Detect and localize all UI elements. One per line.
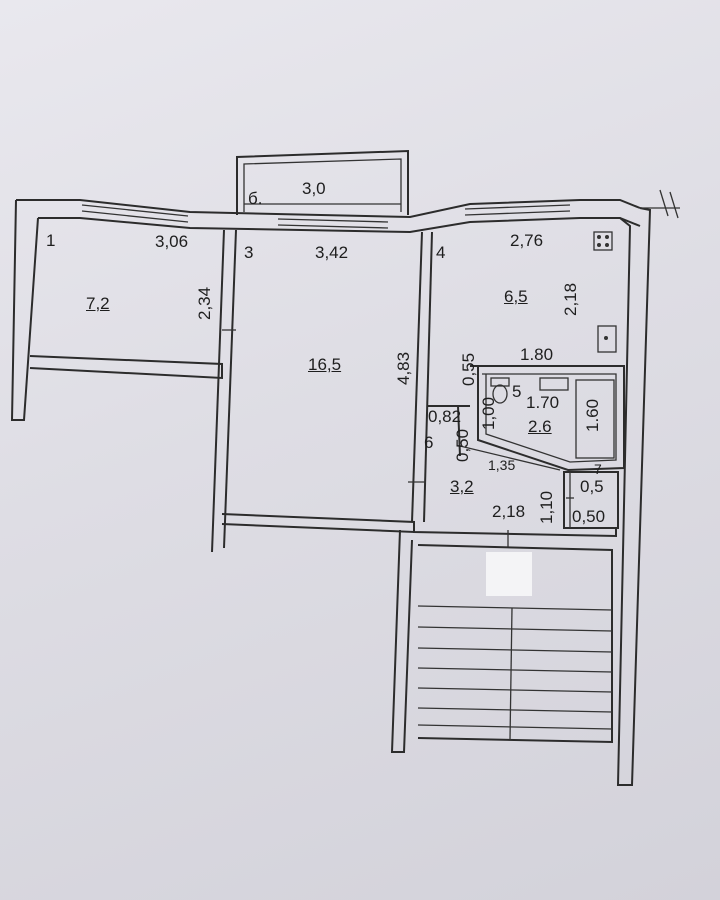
room1-number: 1 bbox=[46, 231, 56, 250]
hall-wall-side bbox=[457, 405, 461, 457]
bathtub-length: 1.60 bbox=[583, 398, 602, 432]
room1-lower-wall bbox=[29, 355, 223, 380]
partition-3-4b bbox=[423, 231, 433, 523]
room4-area: 6,5 bbox=[504, 287, 528, 306]
bathroom-outline bbox=[470, 365, 625, 472]
room4-depth: 2,18 bbox=[561, 282, 580, 316]
outer-wall-right bbox=[616, 207, 652, 786]
hall-diag-dim: 1,35 bbox=[488, 457, 516, 473]
hall-bottom-dim: 2,18 bbox=[492, 502, 526, 521]
room3-lower-wall bbox=[221, 513, 415, 534]
stove-icon bbox=[593, 231, 613, 251]
partition-1-3a bbox=[211, 229, 225, 553]
room4-width: 2,76 bbox=[510, 231, 544, 250]
stove-burners bbox=[597, 235, 609, 247]
toilet-tank-icon bbox=[490, 377, 510, 387]
closet-area: 0,5 bbox=[580, 477, 604, 496]
room1-width: 3,06 bbox=[155, 232, 189, 251]
entrance-wall bbox=[413, 522, 617, 538]
hall-dim-b: 0,50 bbox=[453, 428, 472, 462]
stairwell-outline bbox=[417, 544, 613, 744]
room6-number: 6 bbox=[424, 433, 434, 452]
outer-wall-left bbox=[10, 199, 39, 421]
wall-tick-a bbox=[659, 189, 669, 217]
bathroom-inner-dim: 1.70 bbox=[526, 393, 560, 412]
sink-drain-icon bbox=[604, 336, 608, 340]
wall-tick-b bbox=[669, 191, 679, 219]
hall-dim-a: 0,82 bbox=[428, 407, 462, 426]
redacted-patch bbox=[486, 552, 532, 596]
bathroom-side-dim: 1,00 bbox=[479, 396, 498, 430]
room3-area: 16,5 bbox=[308, 355, 342, 374]
room6-area: 3,2 bbox=[450, 477, 474, 496]
room4-number: 4 bbox=[436, 243, 446, 262]
washbasin-icon bbox=[539, 377, 569, 391]
balcony-outline bbox=[236, 149, 409, 215]
closet-outline bbox=[563, 471, 619, 529]
stair-divider bbox=[509, 607, 513, 741]
balcony-area: 3,0 bbox=[302, 179, 326, 198]
balcony-number: б. bbox=[248, 189, 263, 208]
closet-height: 1,10 bbox=[537, 490, 556, 524]
inner-wall-top bbox=[38, 217, 641, 234]
outer-wall-top bbox=[16, 199, 641, 219]
balcony-inner bbox=[243, 158, 402, 212]
closet-width: 0,50 bbox=[572, 507, 606, 526]
closet-number: 7 bbox=[594, 461, 602, 477]
bathroom-area: 2.6 bbox=[528, 417, 552, 436]
room3-number: 3 bbox=[244, 243, 254, 262]
hall-diagonal bbox=[459, 445, 561, 471]
bathroom-inner bbox=[482, 373, 617, 463]
toilet-number: 5 bbox=[512, 382, 522, 401]
bathtub-icon bbox=[575, 379, 615, 459]
room1-depth: 2,34 bbox=[195, 286, 214, 320]
bathroom-top-dim: 1.80 bbox=[520, 345, 554, 364]
partition-1-3b bbox=[223, 229, 237, 549]
partition-3-4a bbox=[411, 231, 423, 523]
hall-door-dim: 0,55 bbox=[459, 352, 478, 386]
room1-area: 7,2 bbox=[86, 294, 110, 313]
windows bbox=[81, 204, 571, 229]
sink-icon bbox=[597, 325, 617, 353]
stairwell-left-wall bbox=[390, 529, 413, 753]
toilet-bowl-icon bbox=[492, 384, 508, 404]
room3-depth: 4,83 bbox=[394, 351, 413, 385]
stair-steps bbox=[417, 605, 613, 730]
room3-width: 3,42 bbox=[315, 243, 349, 262]
